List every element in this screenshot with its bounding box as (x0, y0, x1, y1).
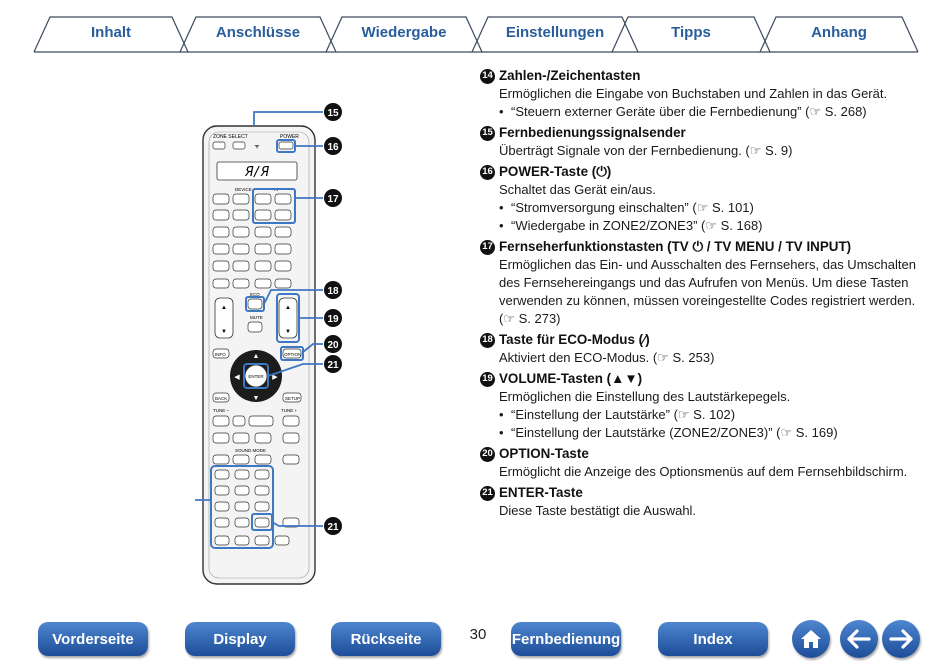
item-description[interactable]: Aktiviert den ECO-Modus. (☞ S. 253) (499, 350, 715, 365)
svg-text:21: 21 (327, 360, 339, 371)
item-description: Diese Taste bestätigt die Auswahl. (499, 503, 697, 518)
item-number: 14 (480, 68, 495, 84)
svg-text:MUTE: MUTE (250, 315, 263, 320)
svg-text:20: 20 (327, 340, 339, 351)
svg-text:OPTION: OPTION (284, 352, 301, 357)
arrow-right-icon (889, 629, 913, 649)
svg-text:SETUP: SETUP (285, 396, 300, 401)
arrow-left-icon (847, 629, 871, 649)
svg-text:▼: ▼ (221, 329, 227, 335)
item-bullet[interactable]: •“Einstellung der Lautstärke (ZONE2/ZONE… (499, 425, 838, 440)
tab-tipps[interactable]: Tipps (671, 23, 711, 41)
tab-wiedergabe[interactable]: Wiedergabe (361, 23, 447, 41)
remote-control-illustration: ZONE SELECT POWER ᯤ Я/Я DEVICE TV ▲ (168, 80, 555, 600)
svg-text:◀: ◀ (234, 374, 240, 381)
nav-index-button[interactable]: Index (658, 622, 768, 656)
power-label: POWER (280, 134, 299, 140)
svg-text:SOUND MODE: SOUND MODE (235, 448, 266, 453)
top-tab-bar: Inhalt Anschlüsse Wiedergabe Einstellung… (0, 0, 950, 56)
svg-text:▼: ▼ (253, 395, 260, 402)
zone-select-label: ZONE SELECT (213, 134, 248, 140)
item-description: Schaltet das Gerät ein/aus. (499, 182, 656, 197)
item-14: 14 Zahlen-/Zeichentasten Ermöglichen die … (480, 67, 920, 121)
power-button (278, 141, 294, 150)
tab-anhang[interactable]: Anhang (811, 23, 867, 41)
mute-button (247, 321, 263, 333)
tab-outline (33, 16, 919, 53)
item-title: Zahlen-/Zeichentasten (499, 68, 641, 83)
svg-text:ENTER: ENTER (248, 374, 264, 379)
svg-text:21: 21 (327, 522, 339, 533)
volume-rocker (278, 297, 298, 339)
item-bullet[interactable]: •“Steuern externer Geräte über die Fernb… (499, 104, 867, 119)
item-description[interactable]: Ermöglichen das Ein- und Ausschalten des… (499, 257, 916, 326)
numeric-keypad (214, 469, 300, 546)
item-description: Ermöglicht die Anzeige des Optionsmenüs … (499, 464, 908, 479)
svg-text:BACK: BACK (215, 396, 227, 401)
nav-vorderseite-button[interactable]: Vorderseite (38, 622, 148, 656)
home-icon (801, 630, 821, 648)
item-description: Ermöglichen die Eingabe von Buchstaben u… (499, 86, 888, 101)
svg-text:18: 18 (327, 286, 339, 297)
item-description: Ermöglichen die Einstellung des Lautstär… (499, 389, 791, 404)
svg-text:▲: ▲ (253, 353, 260, 360)
tab-einstellungen[interactable]: Einstellungen (505, 23, 605, 41)
svg-text:Я/Я: Я/Я (244, 165, 270, 180)
forward-button[interactable] (882, 620, 920, 658)
svg-text:INFO: INFO (215, 352, 226, 357)
svg-text:▶: ▶ (272, 374, 278, 381)
tab-inhalt[interactable]: Inhalt (91, 23, 131, 41)
page-number: 30 (469, 626, 487, 643)
nav-fernbedienung-button[interactable]: Fernbedienung (511, 622, 621, 656)
item-bullet[interactable]: •“Wiedergabe in ZONE2/ZONE3” (☞ S. 168) (499, 218, 763, 233)
svg-text:DEVICE: DEVICE (235, 187, 252, 192)
remote-display (216, 161, 298, 181)
svg-text:ᯤ: ᯤ (254, 144, 260, 150)
svg-text:19: 19 (327, 314, 339, 325)
svg-text:17: 17 (327, 194, 339, 205)
tab-anschluesse[interactable]: Anschlüsse (215, 23, 301, 41)
svg-text:ECO: ECO (250, 292, 260, 297)
svg-text:▲: ▲ (221, 305, 227, 311)
svg-text:16: 16 (327, 142, 339, 153)
description-list: 14 Zahlen-/Zeichentasten Ermöglichen die … (480, 66, 920, 523)
item-bullet[interactable]: •“Einstellung der Lautstärke” (☞ S. 102) (499, 407, 736, 422)
nav-rueckseite-button[interactable]: Rückseite (331, 622, 441, 656)
option-button (282, 348, 302, 359)
nav-display-button[interactable]: Display (185, 622, 295, 656)
svg-text:TUNE –: TUNE – (213, 408, 230, 413)
back-button[interactable] (840, 620, 878, 658)
item-bullet[interactable]: •“Stromversorgung einschalten” (☞ S. 101… (499, 200, 754, 215)
svg-text:15: 15 (327, 108, 339, 119)
svg-text:▲: ▲ (285, 305, 291, 311)
svg-text:▼: ▼ (285, 329, 291, 335)
home-button[interactable] (792, 620, 830, 658)
item-description[interactable]: Überträgt Signale von der Fernbedienung.… (499, 143, 793, 158)
svg-text:TUNE +: TUNE + (281, 408, 298, 413)
eco-button (247, 298, 263, 310)
